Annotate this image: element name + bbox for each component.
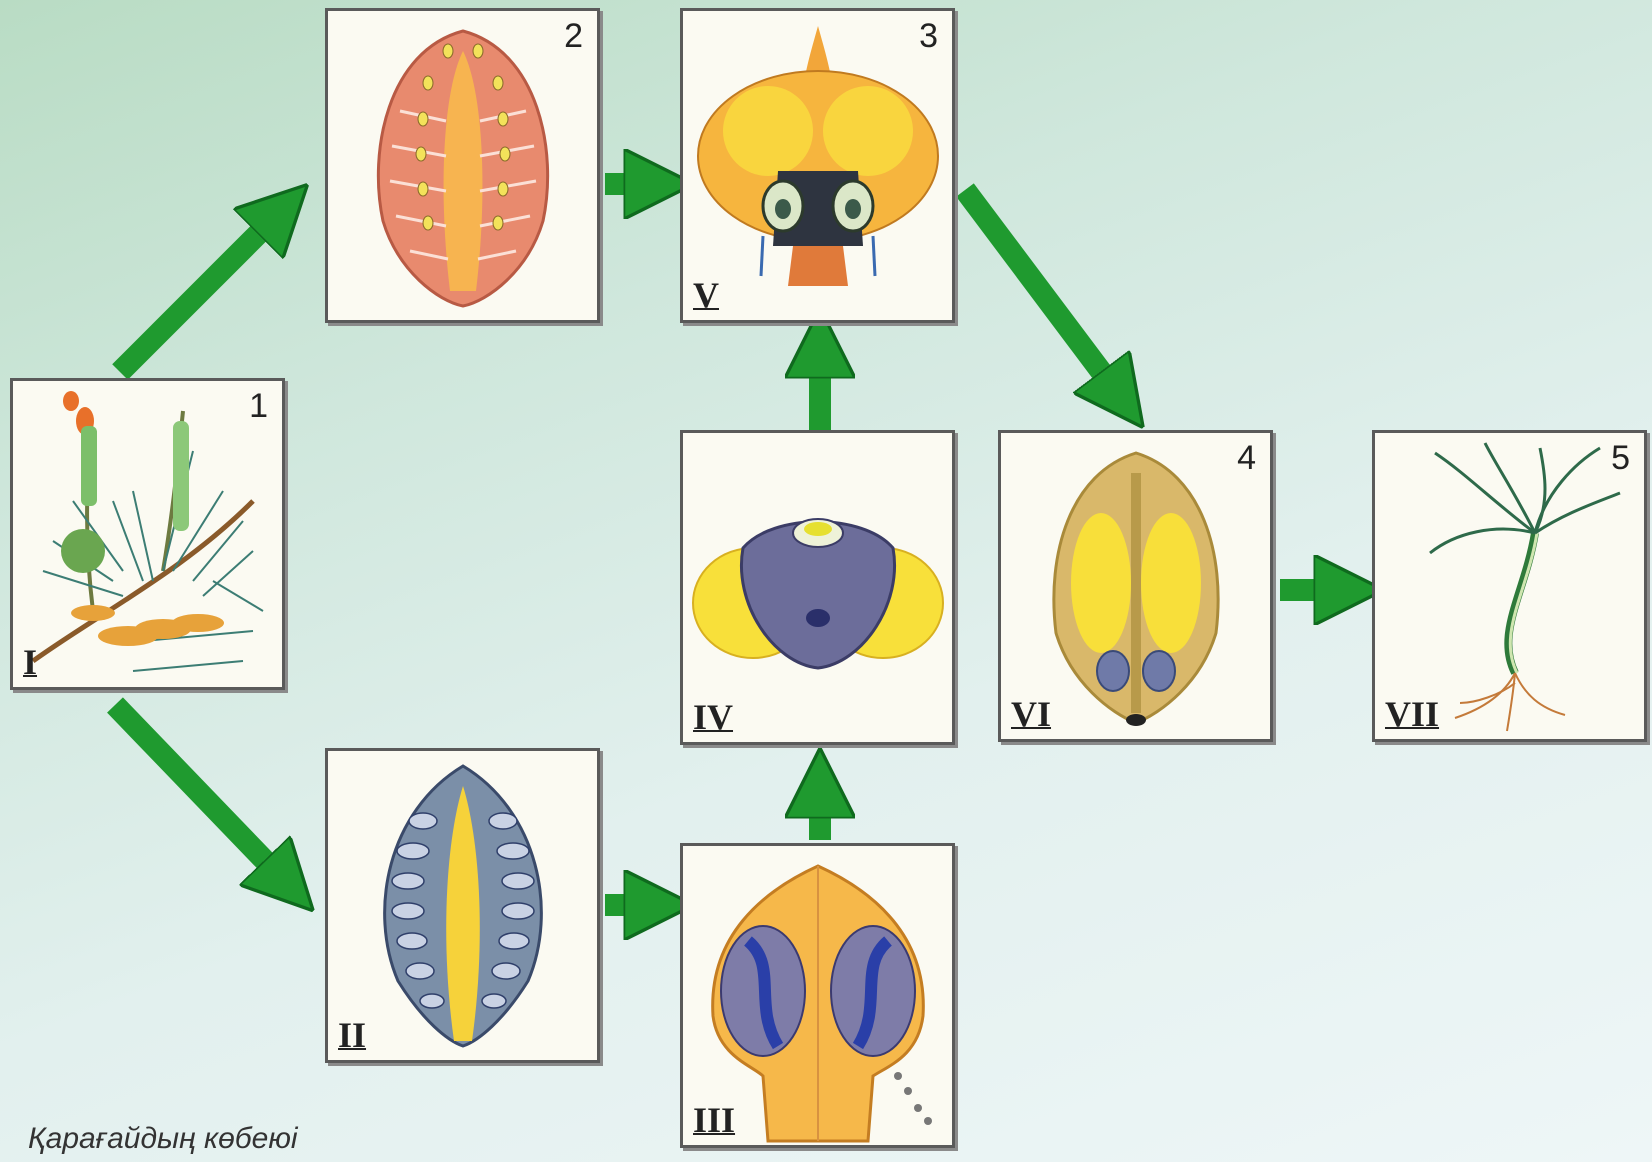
stage-1-panel: 1 I (10, 378, 285, 690)
stage-iv-panel: IV (680, 430, 955, 745)
arrow-1-to-2 (120, 200, 292, 372)
male-cone-section-illustration (328, 751, 597, 1060)
stage-number: 1 (249, 387, 268, 426)
stage-number: 5 (1611, 439, 1630, 478)
figure-caption: Қарағайдың көбеюі (28, 1122, 298, 1156)
stage-number: 4 (1237, 439, 1256, 478)
stage-roman-numeral: II (338, 1014, 366, 1056)
stage-2-panel: 2 (325, 8, 600, 323)
stage-roman-numeral: VI (1011, 693, 1051, 735)
arrow-1-to-ii (115, 705, 298, 895)
stage-roman-numeral: VII (1385, 693, 1439, 735)
stage-roman-numeral: III (693, 1099, 735, 1141)
stage-ii-panel: II (325, 748, 600, 1063)
stage-number: 2 (564, 17, 583, 56)
stage-5-panel: 5 VII (1372, 430, 1647, 742)
stage-iii-panel: III (680, 843, 955, 1148)
stage-roman-numeral: V (693, 274, 719, 316)
pollinated-ovule-illustration (683, 11, 952, 320)
arrow-3-to-4 (965, 190, 1130, 410)
stage-4-panel: 4 VI (998, 430, 1273, 742)
stage-roman-numeral: I (23, 641, 37, 683)
pine-branch-illustration (13, 381, 282, 687)
stage-number: 3 (919, 17, 938, 56)
female-cone-section-illustration (328, 11, 597, 320)
stage-3-panel: 3 V (680, 8, 955, 323)
stage-roman-numeral: IV (693, 696, 733, 738)
